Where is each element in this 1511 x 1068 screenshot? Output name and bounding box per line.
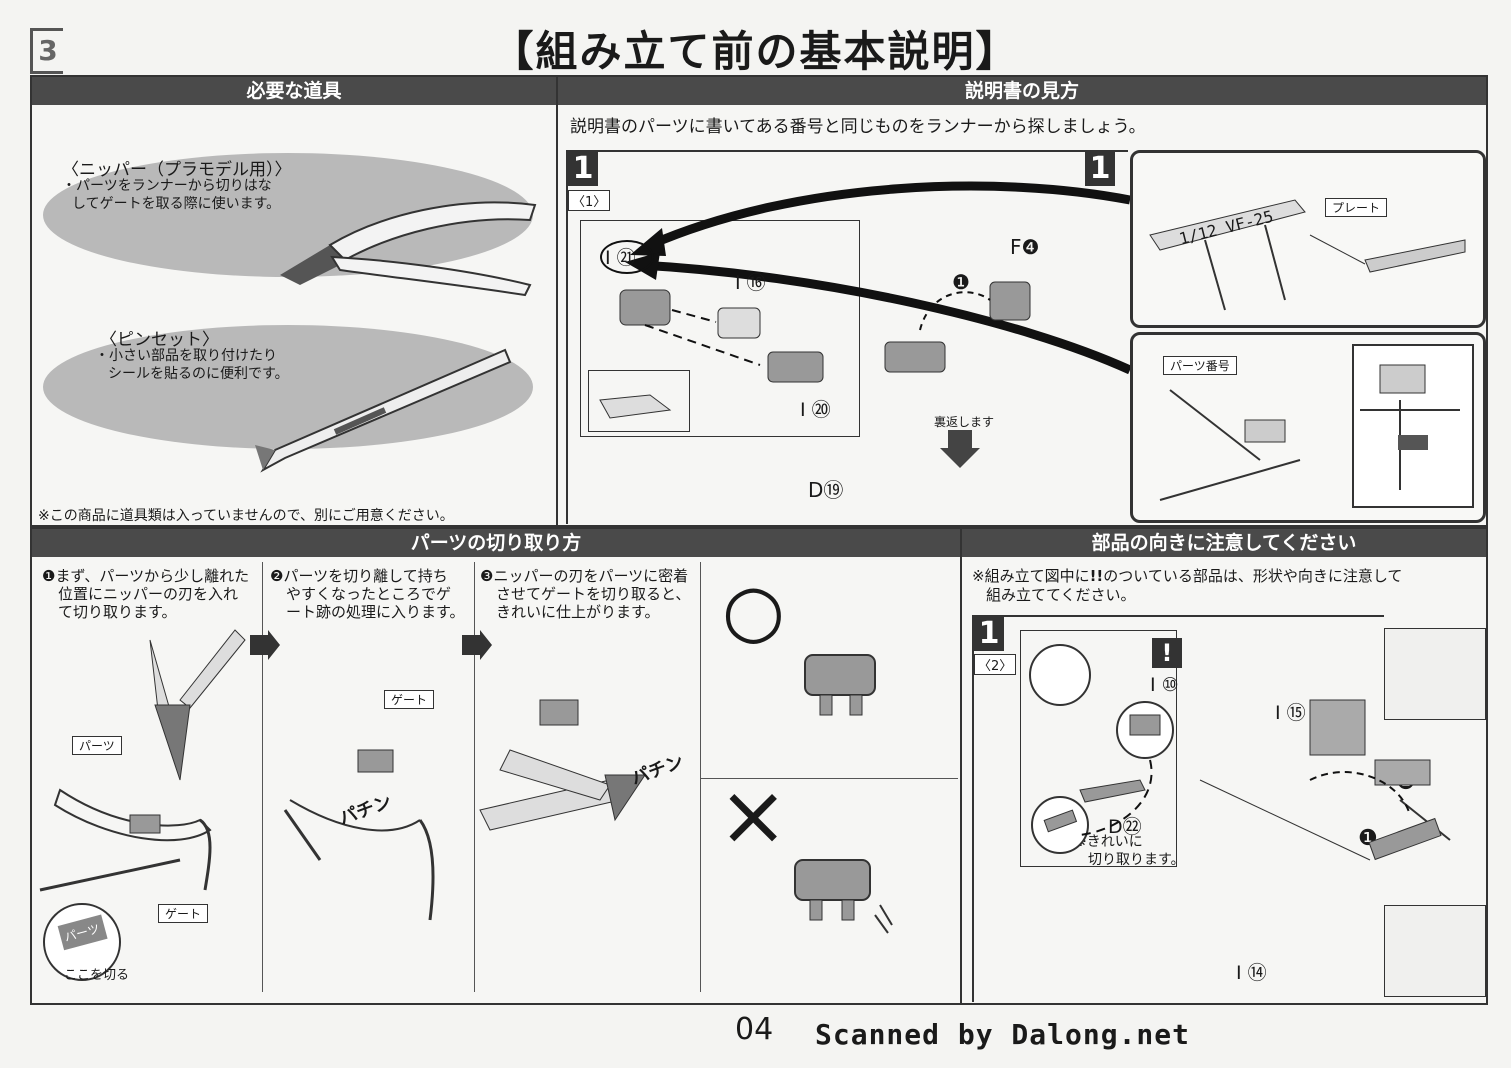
- part-i20-label: I ⑳: [800, 399, 831, 421]
- good-mark: ○: [722, 568, 785, 652]
- manual-step-number: 1: [568, 152, 598, 186]
- orientation-side-inset-top: [1384, 628, 1486, 720]
- cutting-divider-2: [474, 562, 475, 992]
- part-i16-label: I ⑯: [735, 272, 766, 294]
- good-part-illustration: [804, 654, 876, 716]
- bad-mark: ×: [718, 766, 789, 864]
- page-tab: 3: [30, 28, 63, 74]
- orientation-header: 部品の向きに注意してください: [962, 529, 1486, 557]
- part-number-illustration: [1159, 364, 1460, 501]
- orientation-note-line1: ※組み立て図中に!!のついている部品は、形状や向きに注意して: [972, 565, 1402, 586]
- cut-step2-line2: やすくなったところでゲ: [286, 585, 452, 603]
- tweezer-desc-1: ・小さい部品を取り付けたり: [95, 348, 277, 364]
- tweezer-illustration: [255, 348, 512, 473]
- tools-note: ※この商品に道具類は入っていませんので、別にご用意ください。: [38, 508, 454, 524]
- manual-diagram-frame: [566, 150, 1128, 524]
- orientation-step-sub: 〈2〉: [974, 654, 1017, 675]
- cut-step3-line1: ❸ニッパーの刃をパーツに密着: [480, 567, 689, 585]
- manual-arrow-1: ❶: [952, 270, 970, 294]
- orientation-illustration: [1029, 644, 1451, 861]
- cut-step3-line3: きれいに仕上がります。: [496, 603, 660, 621]
- label-parts: パーツ: [72, 736, 122, 755]
- cut-step3-illustration: [479, 699, 646, 831]
- cutting-divider-3: [700, 562, 701, 992]
- cutting-panel: パーツの切り取り方: [30, 527, 962, 1005]
- page-number: 04: [735, 1012, 774, 1047]
- tweezer-oval-shape: [43, 325, 533, 449]
- orientation-note-line3: 組み立ててください。: [986, 586, 1136, 604]
- part-d19-label: D⑲: [808, 478, 844, 502]
- nipper-illustration: [280, 201, 537, 297]
- cutting-divider-4: [700, 778, 958, 779]
- cut-step1-line3: て切り取ります。: [58, 603, 177, 621]
- manual-header: 説明書の見方: [558, 77, 1486, 105]
- orientation-inner-box: [1020, 630, 1177, 867]
- tools-header: 必要な道具: [32, 77, 556, 105]
- flip-label: 裏返します: [934, 415, 995, 429]
- manual-intro: 説明書のパーツに書いてある番号と同じものをランナーから探しましょう。: [570, 117, 1146, 137]
- flip-down-arrow-icon: [940, 430, 980, 468]
- part-f4-label: F❹: [1010, 235, 1040, 259]
- part-i15-label: I ⑮: [1275, 702, 1306, 724]
- tweezer-title: 〈ピンセット〉: [100, 330, 219, 350]
- cut-step2-illustration: [283, 749, 435, 921]
- part-number-label: パーツ番号: [1163, 356, 1237, 375]
- warning-badge: !: [1152, 638, 1182, 668]
- cut-step3-line2: させてゲートを切り取ると、: [496, 585, 691, 603]
- gate-inset-box: [588, 370, 690, 432]
- manual-step-sub: 〈1〉: [568, 190, 611, 211]
- orientation-diagram-frame: [972, 615, 1384, 1002]
- cut-step2-line1: ❷パーツを切り離して持ち: [270, 567, 448, 585]
- part-i14-label: I ⑭: [1236, 962, 1267, 984]
- step-arrow-1-icon: [250, 630, 280, 660]
- nipper-oval-shape: [43, 153, 533, 277]
- manual-part-shapes: [599, 281, 1031, 419]
- step-arrow-2-icon: [462, 630, 492, 660]
- manual-step-number-right: 1: [1085, 152, 1115, 186]
- cutting-divider-1: [262, 562, 263, 992]
- page-title: 【組み立て前の基本説明】: [491, 27, 1020, 76]
- orientation-side-inset-bottom: [1384, 905, 1486, 997]
- label-gate-2: ゲート: [384, 690, 435, 709]
- label-cut-here: ここを切る: [64, 968, 130, 983]
- cut-step1-line1: ❶まず、パーツから少し離れた: [42, 567, 250, 585]
- label-gate: ゲート: [158, 904, 209, 923]
- nipper-title: 〈ニッパー（プラモデル用）〉: [62, 160, 292, 180]
- clean-cut-line1: ※きれいに: [1075, 834, 1143, 850]
- cut-step1-illustration: [39, 629, 246, 981]
- clean-cut-line2: 切り取ります。: [1088, 852, 1185, 868]
- plate-illustration: [1149, 199, 1466, 311]
- nipper-desc-1: ・パーツをランナーから切りはな: [62, 178, 272, 194]
- cut-step2-line3: ート跡の処理に入ります。: [286, 603, 465, 621]
- orientation-note-2: のついている部品は、形状や向きに注意して: [1103, 567, 1403, 585]
- orientation-note-1: ※組み立て図中に: [972, 567, 1090, 585]
- cutting-header: パーツの切り取り方: [32, 529, 960, 557]
- part-i21-label: I ㉑: [605, 247, 636, 269]
- tweezer-desc-2: シールを貼るのに便利です。: [108, 366, 289, 382]
- plate-label: プレート: [1325, 198, 1388, 217]
- orientation-note-mark: !!: [1089, 567, 1104, 585]
- bad-part-illustration: [794, 859, 893, 934]
- scan-credit: Scanned by Dalong.net: [815, 1018, 1191, 1051]
- part-d22-label: D㉒: [1108, 816, 1142, 838]
- orientation-step-number: 1: [974, 617, 1004, 651]
- nipper-desc-2: してゲートを取る際に使います。: [72, 196, 281, 212]
- part-i10-label: I ⑩: [1150, 674, 1179, 696]
- part-i21-circle: [600, 240, 654, 274]
- cut-step1-line2: 位置にニッパーの刃を入れ: [58, 585, 239, 603]
